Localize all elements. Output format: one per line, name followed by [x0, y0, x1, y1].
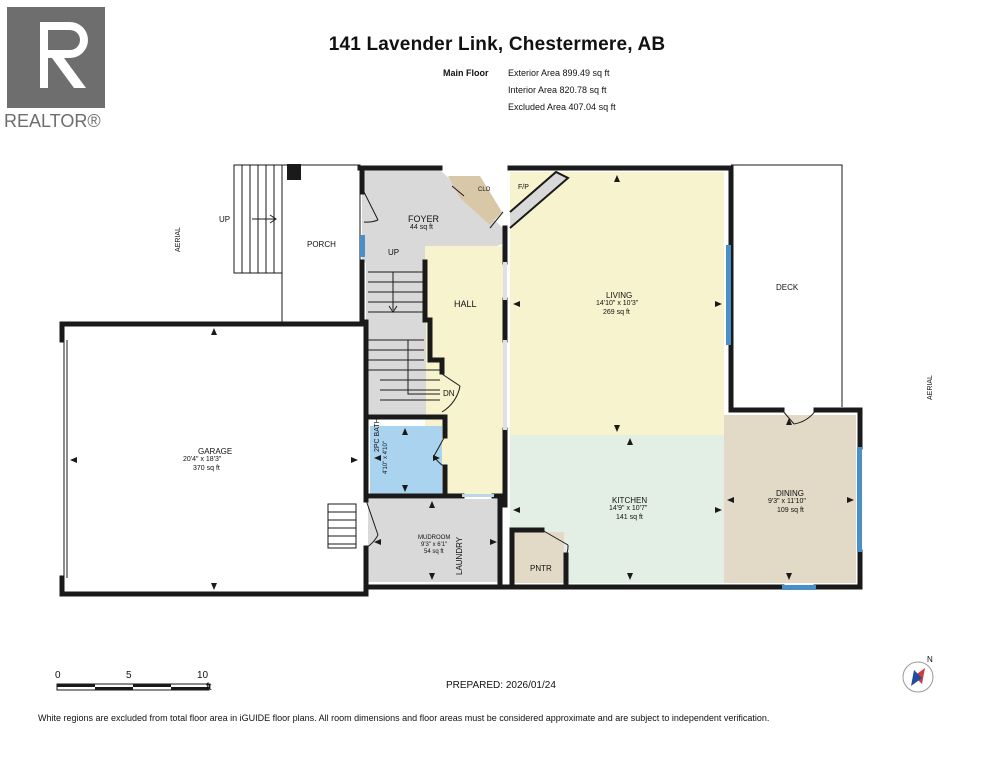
mudroom-dims: 9'3" x 6'1"	[421, 542, 448, 548]
windows	[360, 235, 862, 590]
garage-dims: 20'4" x 18'3"	[183, 456, 222, 463]
living-dims: 14'10" x 10'3"	[596, 300, 639, 307]
garage-label: GARAGE	[198, 447, 233, 456]
scale-tick-0: 0	[55, 670, 61, 681]
interior-stairs	[368, 271, 440, 401]
up-porch-label: UP	[219, 215, 231, 224]
foyer-size: 44 sq ft	[410, 224, 433, 231]
living-size: 269 sq ft	[603, 309, 630, 316]
mudroom-size: 54 sq ft	[424, 549, 444, 555]
deck-label: DECK	[776, 283, 799, 292]
dimension-markers	[70, 175, 854, 590]
kitchen-dims: 14'9" x 10'7"	[609, 505, 648, 512]
scale-tick-5: 5	[126, 670, 132, 681]
bath-room	[370, 426, 442, 494]
realtor-logo-text: REALTOR®	[4, 111, 101, 130]
porch-stairs	[233, 164, 283, 274]
pntr-room	[512, 532, 564, 583]
excluded-area: Excluded Area 407.04 sq ft	[508, 102, 616, 112]
aerial-left-label: AERIAL	[175, 227, 182, 252]
interior-area: Interior Area 820.78 sq ft	[508, 85, 607, 95]
foyer-room	[362, 170, 503, 268]
kitchen-size: 141 sq ft	[616, 514, 643, 521]
scale-unit: ft	[206, 682, 212, 693]
laundry-label: LAUNDRY	[455, 536, 464, 575]
compass-north-label: N	[927, 655, 933, 664]
realtor-logo: REALTOR®	[4, 7, 105, 130]
pntr-label: PNTR	[530, 564, 552, 573]
living-label: LIVING	[606, 291, 633, 300]
prepared-date: PREPARED: 2026/01/24	[446, 680, 556, 691]
exterior-area: Exterior Area 899.49 sq ft	[508, 68, 610, 78]
scale-bar	[56, 683, 210, 691]
floor-label: Main Floor	[443, 68, 489, 78]
living-room	[510, 172, 724, 435]
mudroom-room	[368, 499, 500, 582]
foyer-label: FOYER	[408, 214, 440, 224]
porch-label: PORCH	[307, 240, 336, 249]
dining-room	[724, 415, 856, 583]
down-stair-label: DN	[443, 389, 455, 398]
bath-label: 2PC BATH	[374, 418, 381, 452]
clo-room	[448, 176, 502, 225]
scale-tick-10: 10	[197, 670, 209, 681]
page-title: 141 Lavender Link, Chestermere, AB	[328, 34, 666, 55]
up-stair-label: UP	[388, 248, 400, 257]
bath-dims: 4'10" x 4'10"	[383, 441, 389, 474]
dining-dims: 9'3" x 11'10"	[768, 498, 806, 505]
hall-label: HALL	[454, 299, 477, 309]
dining-size: 109 sq ft	[777, 507, 804, 514]
aerial-right-label: AERIAL	[927, 375, 934, 400]
garage-size: 370 sq ft	[193, 465, 220, 472]
fp-label: F/P	[518, 184, 529, 191]
compass-icon	[902, 661, 934, 693]
disclaimer: White regions are excluded from total fl…	[38, 713, 770, 723]
clo-label: CLO	[478, 187, 491, 193]
dining-label: DINING	[776, 489, 804, 498]
mudroom-label: MUDROOM	[418, 535, 451, 541]
kitchen-label: KITCHEN	[612, 496, 648, 505]
